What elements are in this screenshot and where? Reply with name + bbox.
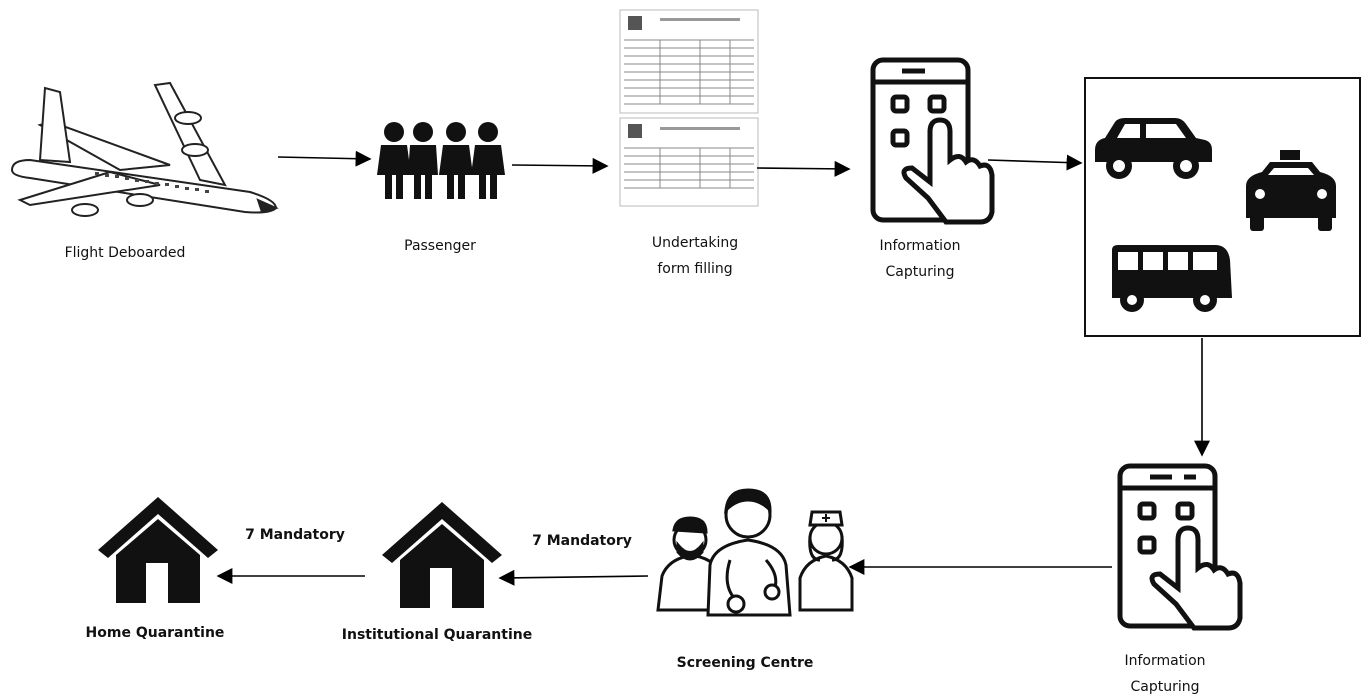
label-passenger: Passenger: [404, 238, 476, 254]
edge-label-7-mandatory-home: 7 Mandatory: [245, 527, 345, 543]
airplane-icon: [10, 81, 279, 217]
label-undertaking-line2: form filling: [657, 261, 733, 277]
tablet-touch-icon: [870, 57, 995, 225]
label-screening-centre: Screening Centre: [676, 655, 814, 671]
home-house-icon: [98, 497, 218, 603]
tablet-touch-icon: [1117, 463, 1243, 631]
transport-box: [1084, 77, 1361, 337]
form-documents-icon: [619, 9, 759, 207]
label-info2-line2: Capturing: [1130, 679, 1200, 695]
people-group-icon: [377, 122, 505, 199]
label-institutional-quarantine: Institutional Quarantine: [341, 627, 533, 643]
label-undertaking-line1: Undertaking: [651, 235, 739, 251]
label-undertaking-form: Undertaking form filling: [630, 230, 760, 282]
medical-staff-icon: [656, 488, 854, 617]
arrow-form-to-info: [756, 160, 851, 177]
label-home-quarantine: Home Quarantine: [85, 625, 225, 641]
label-information-capturing-1: Information Capturing: [855, 233, 985, 285]
car-icon: [1095, 118, 1212, 179]
label-information-capturing-2: Information Capturing: [1100, 648, 1230, 700]
institutional-house-icon: [382, 502, 502, 608]
label-flight-deboarded: Flight Deboarded: [64, 245, 186, 261]
arrow-passenger-to-form: [511, 157, 609, 174]
taxi-icon: [1246, 150, 1336, 231]
label-info1-line2: Capturing: [885, 264, 955, 280]
arrow-flight-to-passenger: [277, 150, 372, 167]
bus-icon: [1112, 245, 1232, 312]
label-info2-line1: Information: [1124, 653, 1206, 669]
label-info1-line1: Information: [879, 238, 961, 254]
arrow-info-to-transport: [987, 154, 1083, 171]
edge-label-7-mandatory-institutional: 7 Mandatory: [532, 533, 632, 549]
arrow-screening-to-institutional: [498, 569, 649, 586]
